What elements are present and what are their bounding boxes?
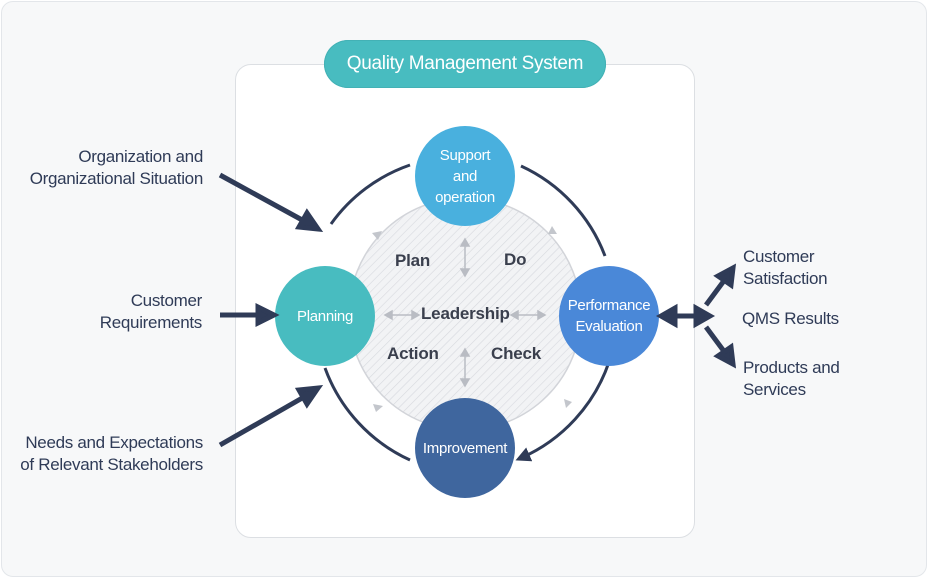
leadership-arrows [383,237,547,388]
cycle-arc [329,163,411,225]
output-satisfaction-line2: Satisfaction [743,269,828,288]
improvement-node-label: Improvement [422,439,508,457]
action-label: Action [387,344,439,363]
page-title: Quality Management System [324,40,606,88]
support-node [415,126,515,226]
input-organization-line2: Organizational Situation [29,169,204,188]
support-node-label: Support and operation [435,146,495,206]
output-products-services: Products and Services [743,357,840,401]
planning-node [275,266,375,366]
input-needs-line1: Needs and Expectations [25,433,203,452]
input-needs-line2: of Relevant Stakeholders [20,455,203,474]
inner-cycle-arrows [372,226,572,412]
input-arrows [218,172,324,448]
output-arrows [655,263,737,369]
cycle-arc [515,361,611,462]
output-customer-satisfaction: Customer Satisfaction [743,246,828,290]
input-customer-requirements: Customer Requirements [0,290,203,334]
cycle-arc [323,367,411,462]
output-products-line2: Services [743,380,806,399]
input-customer-line1: Customer [130,291,203,310]
output-satisfaction-line1: Customer [743,247,815,266]
planning-node-label: Planning [297,307,353,325]
performance-node-label: Performance Evaluation [567,297,651,335]
input-organization: Organization and Organizational Situatio… [0,146,204,190]
plan-label: Plan [395,251,431,270]
input-organization-line1: Organization and [78,147,203,166]
output-qms-results: QMS Results [742,309,839,328]
performance-node [559,266,659,366]
cycle-arc [520,164,607,257]
input-customer-line2: Requirements [99,313,203,332]
input-stakeholder-needs: Needs and Expectations of Relevant Stake… [0,432,203,476]
improvement-node [415,398,515,498]
output-products-line1: Products and [743,358,840,377]
check-label: Check [491,344,542,363]
leadership-label: Leadership [421,304,510,323]
do-label: Do [504,250,527,269]
